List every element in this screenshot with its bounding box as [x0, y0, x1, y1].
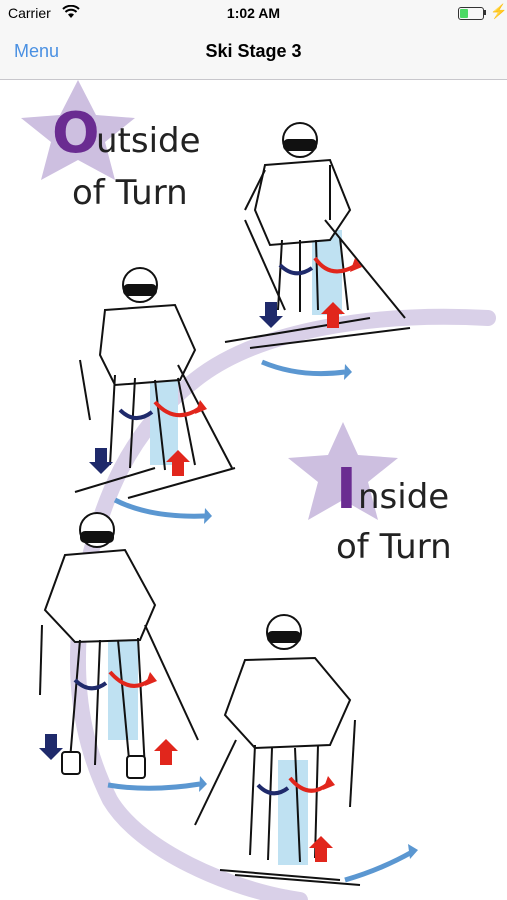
rotation-arrow-navy-1	[278, 263, 314, 276]
outside-star-icon	[21, 80, 135, 180]
rotation-arrow-navy-3	[73, 678, 108, 691]
motion-arrowhead-1	[344, 364, 352, 380]
motion-arrow-2	[113, 497, 206, 519]
outside-label: utside	[96, 121, 201, 161]
navigation-bar: Menu Ski Stage 3	[0, 26, 507, 80]
carrier-label: Carrier	[8, 5, 51, 21]
outside-initial: O	[52, 101, 100, 166]
skier-figure-3	[39, 512, 199, 779]
motion-arrow-4	[344, 849, 414, 883]
skier-figure-1	[224, 122, 411, 349]
charging-bolt-icon: ⚡	[490, 3, 507, 19]
red-arrowhead-2	[195, 400, 207, 414]
status-bar: Carrier 1:02 AM ⚡	[0, 0, 507, 26]
down-arrow-2	[89, 448, 113, 474]
motion-arrowhead-3	[199, 776, 207, 792]
outside-label-line2: of Turn	[72, 173, 188, 213]
battery-icon	[458, 7, 484, 20]
up-arrow-1	[321, 302, 345, 328]
battery-level	[460, 9, 468, 18]
page-title: Ski Stage 3	[205, 41, 302, 61]
skier-figure-2	[74, 267, 236, 499]
rotation-arrow-red-2	[153, 400, 202, 418]
ski-turn-diagram: O utside of Turn I nside of Turn	[21, 80, 496, 900]
up-arrow-4	[309, 836, 333, 862]
rotation-arrow-navy-2	[118, 408, 154, 420]
wifi-icon	[62, 4, 80, 24]
inside-star-icon	[288, 422, 398, 520]
down-arrow-1	[259, 302, 283, 328]
inside-initial: I	[336, 457, 357, 522]
motion-arrow-1	[261, 359, 346, 377]
rotation-arrow-red-1	[313, 256, 356, 274]
rotation-arrow-navy-4	[256, 783, 290, 796]
red-arrowhead-3	[145, 672, 157, 686]
ski-illustration: O utside of Turn I nside of Turn	[0, 80, 507, 900]
skier-figure-4	[194, 614, 361, 886]
red-arrowhead-1	[350, 258, 362, 272]
down-arrow-3	[39, 734, 63, 760]
motion-arrowhead-4	[408, 844, 418, 859]
battery-tip	[484, 10, 486, 15]
menu-button[interactable]: Menu	[14, 41, 60, 61]
up-arrow-2	[166, 450, 190, 476]
motion-arrow-3	[107, 781, 201, 791]
status-time: 1:02 AM	[226, 5, 281, 21]
inside-label: nside	[358, 477, 449, 517]
motion-arrowhead-2	[204, 508, 212, 524]
red-arrowhead-4	[323, 776, 335, 790]
up-arrow-3	[154, 739, 178, 765]
inside-label-line2: of Turn	[336, 527, 452, 567]
